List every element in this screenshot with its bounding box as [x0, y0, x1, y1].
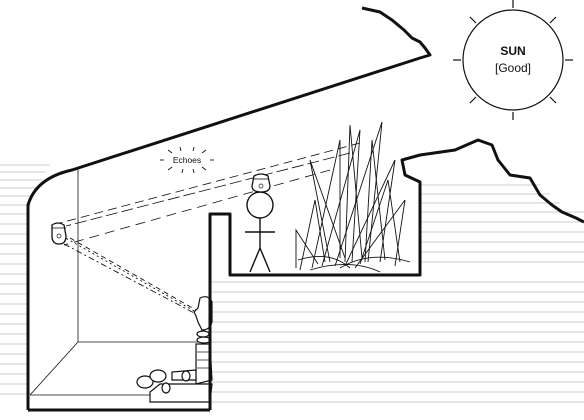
pot-shadow-on-wall [52, 223, 66, 244]
carried-pot-icon [252, 174, 270, 192]
ground-hatching-right [210, 185, 584, 402]
sight-lines [62, 236, 196, 314]
sun-subtitle: [Good] [495, 61, 531, 75]
sun-icon [453, 0, 573, 120]
sun-title: SUN [500, 44, 525, 58]
ground-hatching-left [0, 165, 50, 394]
cave-perspective-lines [30, 168, 210, 395]
seated-prisoner [137, 297, 212, 402]
standing-figure [245, 192, 275, 272]
echoes-label: Echoes [173, 155, 201, 165]
cave-ceiling-edge [28, 8, 430, 410]
